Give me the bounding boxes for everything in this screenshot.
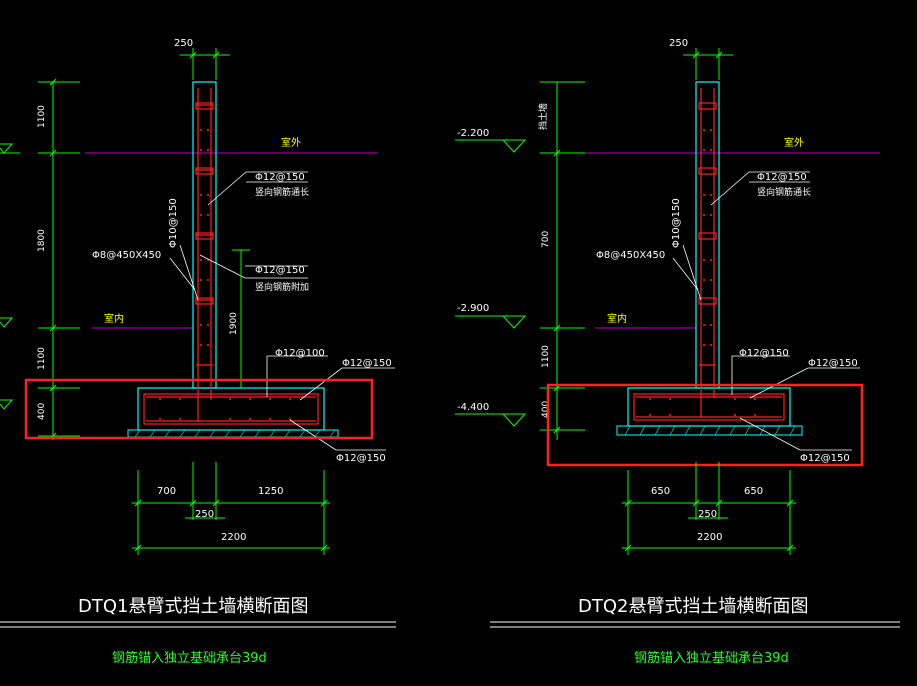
dtq1-elev-dim-3: 1100 (37, 347, 47, 370)
dtq2-total-width: 2200 (697, 532, 722, 543)
dtq2-level-markers (455, 139, 527, 427)
dtq2-rebar-footing-right: Φ12@150 (808, 358, 858, 369)
dtq2-bottom-dimensions (622, 462, 796, 555)
dtq2-footing-rebar (633, 393, 785, 421)
dtq2-rebar-wall-horizontal: Φ10@150 (671, 198, 682, 248)
dtq1-rebar-footing-top: Φ12@100 (275, 348, 325, 359)
dtq2-rebar-footing-top: Φ12@150 (739, 348, 789, 359)
dtq1-total-width: 2200 (221, 532, 246, 543)
dtq1-wall-dim: 250 (195, 509, 214, 520)
dtq2-elev-bottom: -4.400 (457, 402, 489, 413)
dtq1-elev-dim-4: 400 (37, 403, 47, 420)
dtq1-highlight-box (24, 378, 374, 440)
dtq1-level-markers (0, 143, 20, 410)
dtq2-elev-dim-2: 1100 (541, 345, 551, 368)
dtq2-highlight-box (546, 383, 864, 467)
dtq2-wall-dim: 250 (698, 509, 717, 520)
dtq1-wall-rebar (195, 88, 214, 422)
dtq2-footing-dim-right: 650 (744, 486, 763, 497)
dtq2-title: DTQ2悬臂式挡土墙横断面图 (578, 596, 808, 617)
dtq1-section: 250 1100 1800 1100 400 室外 (0, 38, 396, 666)
dtq1-rebar-vertical-inner: Φ12@150 (255, 265, 305, 276)
dtq1-rebar-vertical-outer: Φ12@150 (255, 172, 305, 183)
dtq2-blinding-hatch (624, 425, 796, 436)
dtq2-rebar-vertical-outer-note: 竖向钢筋通长 (757, 186, 811, 198)
dtq2-rebar-dots (703, 129, 712, 346)
dtq1-tie-label: Φ8@450X450 (92, 250, 161, 261)
dtq2-elev-dim-1: 700 (541, 231, 551, 248)
dtq2-wall-rebar (698, 88, 717, 418)
dtq2-rebar-vertical-outer: Φ12@150 (757, 172, 807, 183)
dtq1-indoor-label: 室内 (104, 312, 124, 325)
dtq2-leaders (672, 171, 860, 451)
dtq1-rebar-vertical-outer-note: 竖向钢筋通长 (255, 186, 309, 198)
dtq2-footing-rebar-dots (649, 398, 756, 416)
dtq1-inner-height-label: 1900 (229, 312, 239, 335)
dtq1-elev-dim-2: 1800 (37, 229, 47, 252)
dtq2-indoor-label: 室内 (607, 312, 627, 325)
dtq1-title: DTQ1悬臂式挡土墙横断面图 (78, 596, 308, 617)
dtq1-elev-dim-1: 1100 (37, 105, 47, 128)
dtq2-note: 钢筋锚入独立基础承台39d (634, 650, 789, 666)
dtq1-rebar-dots (200, 129, 209, 346)
dtq1-bottom-dimensions (132, 462, 330, 555)
dtq2-footing-dim-left: 650 (651, 486, 670, 497)
dtq1-top-width-label: 250 (174, 38, 193, 49)
dtq1-leaders (169, 171, 395, 451)
dtq1-note: 钢筋锚入独立基础承台39d (112, 650, 267, 666)
dtq1-footing-rebar (143, 393, 319, 425)
dtq2-elev-mid: -2.900 (457, 303, 489, 314)
dtq2-tie-label: Φ8@450X450 (596, 250, 665, 261)
dtq1-footing-dim-left: 700 (157, 486, 176, 497)
dtq1-footing-rebar-dots (159, 398, 291, 420)
dtq2-elev-top: -2.200 (457, 128, 489, 139)
dtq1-top-dimension (180, 48, 230, 80)
dtq2-section: 250 挡土墙 700 1100 400 -2.200 -2.900 -4. (455, 38, 900, 666)
dtq1-footing-dim-right: 1250 (258, 486, 283, 497)
dtq1-rebar-footing-right: Φ12@150 (342, 358, 392, 369)
dtq2-elev-dim-3: 400 (541, 401, 551, 418)
dtq2-top-dimension (683, 48, 733, 80)
dtq2-top-width-label: 250 (669, 38, 688, 49)
dtq2-rebar-footing-bottom: Φ12@150 (800, 453, 850, 464)
dtq1-rebar-wall-horizontal: Φ10@150 (168, 198, 179, 248)
dtq1-blinding-hatch (134, 429, 336, 438)
dtq1-rebar-footing-bottom: Φ12@150 (336, 453, 386, 464)
dtq1-rebar-vertical-inner-note: 竖向钢筋附加 (255, 281, 309, 293)
dtq1-outdoor-label: 室外 (281, 136, 301, 149)
dtq2-side-note: 挡土墙 (537, 103, 549, 130)
dtq2-blinding (616, 425, 803, 436)
dtq2-outdoor-label: 室外 (784, 136, 804, 149)
dtq1-inner-height-dimension (232, 249, 250, 388)
